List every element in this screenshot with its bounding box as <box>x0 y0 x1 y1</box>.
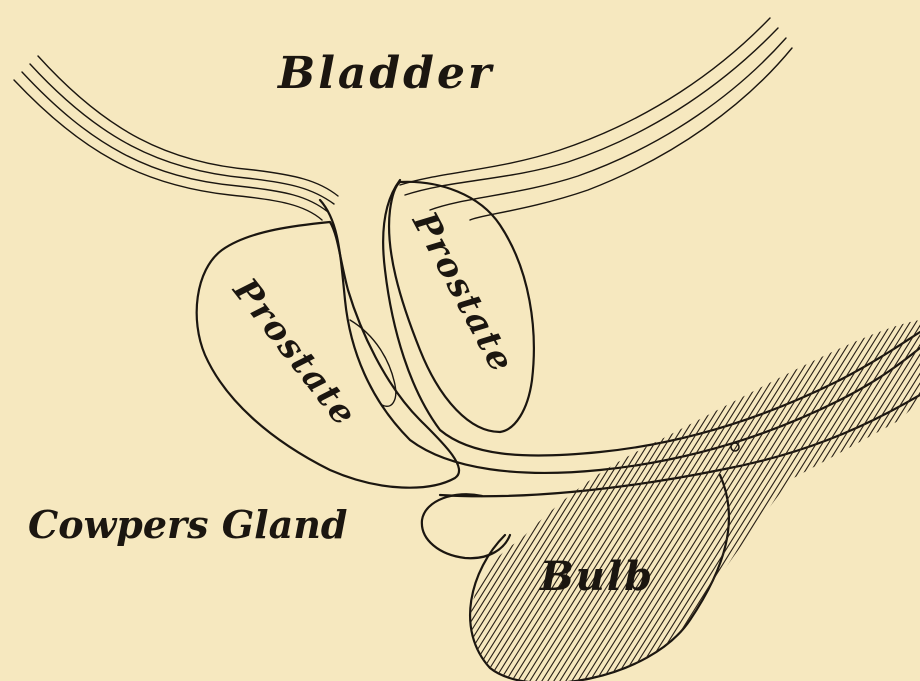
hatch-line <box>0 300 30 681</box>
hatch-line <box>0 300 48 681</box>
hatch-line <box>0 300 66 681</box>
hatch-line <box>0 300 180 681</box>
hatch-line <box>0 300 144 681</box>
hatch-line <box>0 300 222 681</box>
hatch-line <box>0 300 78 681</box>
hatch-line <box>722 300 920 681</box>
bulb-label: Bulb <box>539 553 654 600</box>
hatch-line <box>314 300 564 681</box>
hatch-line <box>212 300 462 681</box>
hatch-line <box>0 300 204 681</box>
hatch-line <box>14 300 264 681</box>
hatch-line <box>0 300 186 681</box>
hatch-line <box>0 300 72 681</box>
hatch-line <box>824 300 920 681</box>
hatch-line <box>782 300 920 681</box>
hatch-line <box>230 300 480 681</box>
hatch-line <box>716 300 920 681</box>
hatch-line <box>0 300 114 681</box>
hatch-line <box>740 300 920 681</box>
hatch-line <box>0 300 102 681</box>
hatch-line <box>140 300 390 681</box>
hatch-line <box>0 300 132 681</box>
hatch-line <box>134 300 384 681</box>
hatch-line <box>56 300 306 681</box>
hatch-line <box>218 300 468 681</box>
hatch-line <box>0 300 228 681</box>
hatch-line <box>0 300 6 681</box>
hatch-line <box>0 300 150 681</box>
hatch-line <box>860 300 920 681</box>
hatch-line <box>698 300 920 681</box>
hatch-line <box>50 300 300 681</box>
prostate-left-inner-fold <box>350 320 396 406</box>
hatch-line <box>776 300 920 681</box>
hatch-line <box>0 300 18 681</box>
hatch-line <box>0 300 156 681</box>
hatch-line <box>128 300 378 681</box>
hatch-line <box>674 300 920 681</box>
prostate-left-lobe <box>197 222 459 488</box>
hatch-line <box>0 300 240 681</box>
hatch-line <box>764 300 920 681</box>
hatch-line <box>0 300 162 681</box>
hatch-line <box>800 300 920 681</box>
hatch-line <box>680 300 920 681</box>
hatch-line <box>0 300 168 681</box>
hatch-line <box>0 300 198 681</box>
hatch-line <box>0 300 126 681</box>
cowpers-gland-shape <box>422 494 510 558</box>
hatch-line <box>806 300 920 681</box>
hatch-line <box>0 300 138 681</box>
hatch-line <box>0 300 174 681</box>
hatch-line <box>878 300 920 681</box>
hatch-line <box>0 300 42 681</box>
hatch-line <box>38 300 288 681</box>
hatch-line <box>758 300 920 681</box>
hatch-line <box>26 300 276 681</box>
hatch-line <box>44 300 294 681</box>
hatch-line <box>884 300 920 681</box>
hatch-line <box>2 300 252 681</box>
hatch-line <box>0 300 36 681</box>
hatch-line <box>0 300 216 681</box>
hatch-line <box>0 300 234 681</box>
hatch-line <box>914 300 920 681</box>
cowpers-gland-label: Cowpers Gland <box>28 502 347 547</box>
hatch-line <box>332 300 582 681</box>
hatch-line <box>0 300 120 681</box>
hatch-line <box>224 300 474 681</box>
hatch-line <box>734 300 920 681</box>
hatch-line <box>902 300 920 681</box>
hatch-line <box>8 300 258 681</box>
hatch-line <box>0 300 24 681</box>
hatch-line <box>0 300 96 681</box>
hatch-line <box>0 300 84 681</box>
hatch-line <box>122 300 372 681</box>
hatch-line <box>0 300 108 681</box>
hatch-line <box>704 300 920 681</box>
hatch-line <box>0 300 210 681</box>
hatch-line <box>0 300 60 681</box>
bulb-hatching <box>0 300 920 681</box>
hatch-line <box>0 300 192 681</box>
hatch-line <box>794 300 920 681</box>
hatch-line <box>116 300 366 681</box>
hatch-line <box>0 300 90 681</box>
hatch-line <box>0 300 246 681</box>
hatch-line <box>770 300 920 681</box>
hatch-line <box>344 300 594 681</box>
hatch-line <box>20 300 270 681</box>
bladder-label: Bladder <box>276 48 494 99</box>
hatch-line <box>326 300 576 681</box>
hatch-line <box>0 300 12 681</box>
hatch-line <box>0 300 54 681</box>
hatch-line <box>32 300 282 681</box>
hatch-line <box>206 300 456 681</box>
hatch-line <box>662 300 912 681</box>
hatch-line <box>818 300 920 681</box>
